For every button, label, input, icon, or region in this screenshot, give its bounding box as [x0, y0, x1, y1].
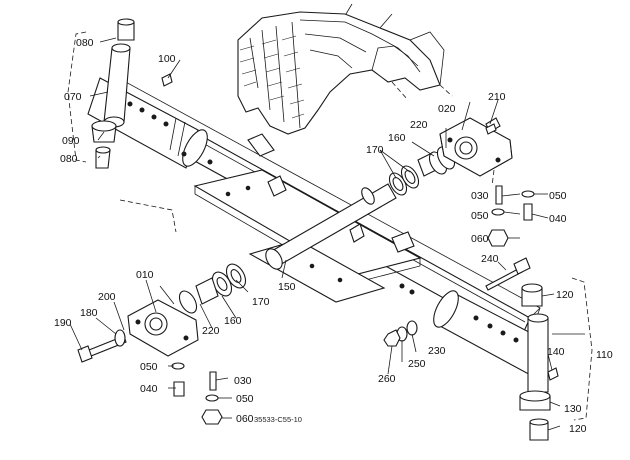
part-label-030b: 030	[234, 375, 252, 387]
part-label-050b: 050	[471, 210, 489, 222]
part-label-060a: 060	[471, 233, 489, 245]
part-label-080b: 080	[60, 153, 78, 165]
part-label-150: 150	[278, 281, 296, 293]
part-label-180: 180	[80, 307, 98, 319]
left-bearing-stack	[178, 263, 247, 314]
part-label-160b: 160	[224, 315, 242, 327]
part-label-170b: 170	[252, 296, 270, 308]
frame-bracket-casting	[237, 3, 453, 135]
part-label-190: 190	[54, 317, 72, 329]
part-label-230: 230	[428, 345, 446, 357]
part-label-060b: 060	[236, 413, 254, 425]
part-label-200: 200	[98, 291, 116, 303]
part-label-120b: 120	[569, 423, 587, 435]
part-label-020: 020	[438, 103, 456, 115]
fasteners	[77, 73, 559, 425]
part-label-220a: 220	[410, 119, 428, 131]
part-label-030a: 030	[471, 190, 489, 202]
part-label-240: 240	[481, 253, 499, 265]
part-label-260: 260	[378, 373, 396, 385]
part-label-210: 210	[488, 91, 506, 103]
part-label-070: 070	[64, 91, 82, 103]
part-label-090: 090	[62, 135, 80, 147]
right-axle-sleeve	[399, 283, 549, 379]
part-label-050c: 050	[140, 361, 158, 373]
drawing-code: 35533-C55-10	[254, 415, 302, 424]
center-pivot-shaft	[265, 183, 397, 270]
part-label-050d: 050	[236, 393, 254, 405]
part-label-100: 100	[158, 53, 176, 65]
part-label-130: 130	[564, 403, 582, 415]
part-number-labels: 080 100 070 090 080 210 020 220 160 170 …	[54, 37, 613, 435]
part-label-040a: 040	[549, 213, 567, 225]
part-label-220b: 220	[202, 325, 220, 337]
part-label-120a: 120	[556, 289, 574, 301]
part-label-050a: 050	[549, 190, 567, 202]
part-label-110: 110	[596, 349, 613, 361]
part-label-170a: 170	[366, 144, 384, 156]
leader-lines	[69, 37, 585, 431]
part-label-010: 010	[136, 269, 154, 281]
part-label-040b: 040	[140, 383, 158, 395]
right-bearing-stack	[388, 146, 456, 196]
part-label-160a: 160	[388, 132, 406, 144]
part-label-080a: 080	[76, 37, 94, 49]
part-label-140: 140	[547, 346, 565, 358]
part-label-250: 250	[408, 358, 426, 370]
assembly-bracket-lines	[67, 31, 593, 421]
left-pillow-block-bracket	[127, 299, 199, 357]
left-knuckle-tube	[91, 18, 135, 169]
right-knuckle-tube	[519, 283, 551, 441]
